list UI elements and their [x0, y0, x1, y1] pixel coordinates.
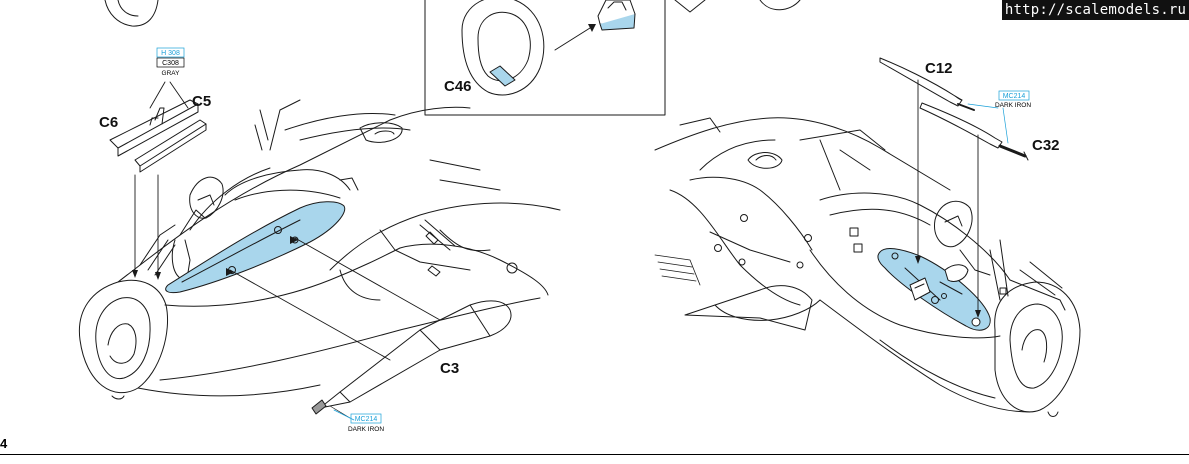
access-panel-right-highlight [877, 248, 991, 331]
paint-name-dark-iron-c32: DARK IRON [995, 102, 1031, 109]
part-c6-c5-rails [109, 99, 207, 173]
bottom-rule [0, 454, 1189, 455]
paint-name-gray: GRAY [162, 70, 181, 77]
paint-callout-dark-iron-c3: MC214 DARK IRON [348, 413, 384, 433]
inset-box-c46 [424, 0, 801, 116]
label-c6: C6 [99, 114, 118, 131]
label-c32: C32 [1032, 137, 1060, 154]
paint-code-c308: C308 [162, 60, 179, 67]
label-c46: C46 [444, 78, 472, 95]
watermark-url: http://scalemodels.ru [1002, 0, 1189, 20]
part-c32-antenna [919, 102, 1029, 161]
fuselage-left [78, 99, 561, 400]
arrows-c5-c6 [134, 81, 441, 361]
page-number: 4 [0, 436, 8, 451]
paint-code-h308: H 308 [161, 50, 180, 57]
paint-callout-gray: H 308 C308 GRAY [156, 47, 185, 77]
part-c3-probe [311, 300, 512, 419]
arrowheads-left [132, 236, 298, 280]
paint-code-mc214-c3: MC214 [355, 416, 378, 423]
arrows-right [917, 79, 979, 311]
part-c12-antenna [879, 57, 975, 111]
paint-name-dark-iron-c3: DARK IRON [348, 426, 384, 433]
access-panel-left-highlight [165, 201, 346, 294]
paint-code-mc214-c32: MC214 [1003, 93, 1026, 100]
engine-fragment-top-left [104, 0, 159, 27]
label-c3: C3 [440, 360, 459, 377]
fuselage-right [654, 117, 1081, 417]
arrowheads-right [915, 256, 981, 318]
paint-callout-dark-iron-c32: MC214 DARK IRON [995, 90, 1031, 109]
label-c12: C12 [925, 60, 953, 77]
label-c5: C5 [192, 93, 211, 110]
